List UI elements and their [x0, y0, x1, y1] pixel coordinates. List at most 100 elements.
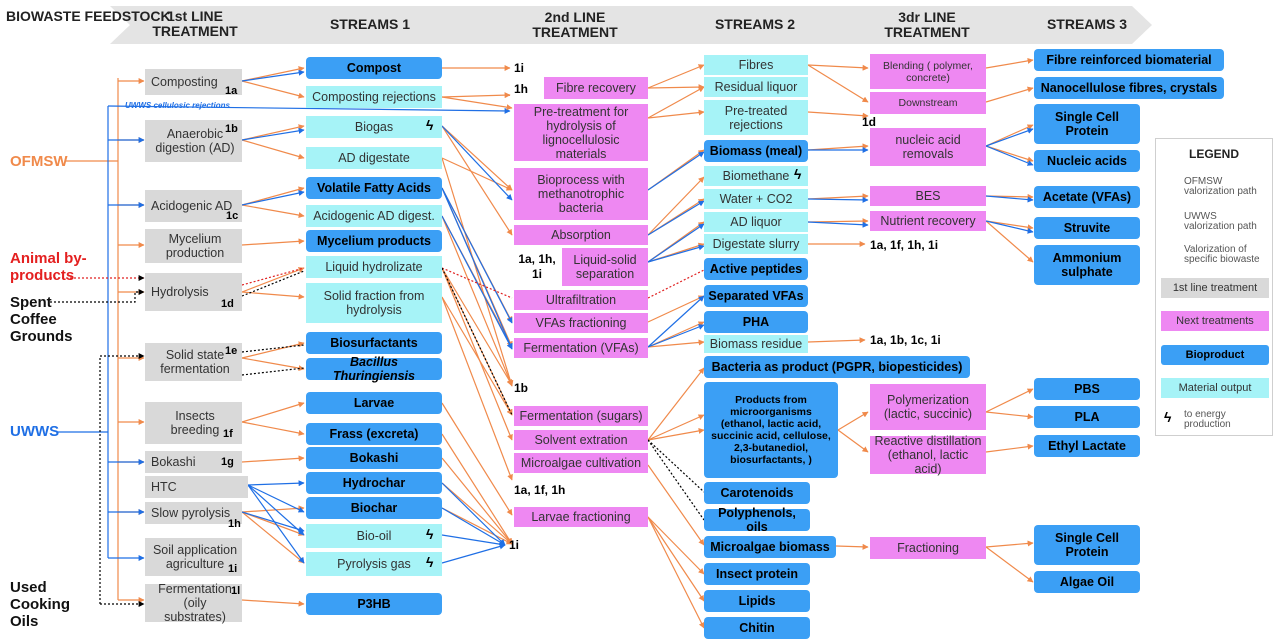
- legend-ofmsw-path: OFMSW valorization path: [1184, 176, 1257, 197]
- header-streams-1: STREAMS 1: [329, 16, 411, 32]
- second-line-fibre-recovery: Fibre recovery: [544, 77, 648, 99]
- stream2-chitin: Chitin: [704, 617, 810, 639]
- header-first-line: 1st LINE TREATMENT: [152, 8, 238, 39]
- stream2-lipids: Lipids: [704, 590, 810, 612]
- stream2-active-peptides: Active peptides: [704, 258, 808, 280]
- stream1-compost: Compost: [306, 57, 442, 79]
- legend: LEGEND OFMSW valorization path UWWS valo…: [1155, 138, 1273, 436]
- ref-1i-bottom: 1i: [509, 538, 520, 552]
- stream2-biomass-meal: Biomass (meal): [704, 140, 808, 162]
- tag-1l: 1l: [231, 585, 241, 597]
- stream3-ethyl-lactate: Ethyl Lactate: [1034, 435, 1140, 457]
- third-line-fractioning: Fractioning: [870, 537, 986, 559]
- stream1-frass: Frass (excreta): [306, 423, 442, 445]
- stream1-larvae: Larvae: [306, 392, 442, 414]
- ref-1a-1f-1h-1i: 1a, 1f, 1h, 1i: [870, 238, 939, 252]
- first-line-anaerobic-digestion: Anaerobic digestion (AD): [145, 120, 242, 162]
- stream1-acidogenic-digest: Acidogenic AD digest.: [306, 205, 442, 227]
- stream2-pretreated-rejections: Pre-treated rejections: [704, 100, 808, 135]
- second-line-liquid-solid-separation: Liquid-solid separation: [562, 248, 648, 286]
- stream2-polyphenols-oils: Polyphenols, oils: [704, 506, 810, 534]
- energy-bolt-icon: ϟ: [426, 526, 434, 542]
- first-line-acidogenic-ad: Acidogenic AD: [145, 190, 242, 222]
- legend-first-line-treatment: 1st line treatment: [1161, 278, 1269, 298]
- stream2-biomethane: Biomethane: [704, 166, 808, 186]
- stream2-fibres: Fibres: [704, 55, 808, 75]
- stream3-pla: PLA: [1034, 406, 1140, 428]
- second-line-solvent-extration: Solvent extration: [514, 430, 648, 450]
- header-streams-3: STREAMS 3: [1046, 16, 1128, 32]
- first-line-mycelium-production: Mycelium production: [145, 229, 242, 263]
- stream1-p3hb: P3HB: [306, 593, 442, 615]
- header-band: [110, 6, 1152, 44]
- stream2-microalgae-biomass: Microalgae biomass: [704, 536, 836, 558]
- first-line-soil-application: Soil application agriculture: [145, 538, 242, 576]
- stream1-bacillus-thuringiensis: Bacillus Thuringiensis: [306, 355, 442, 383]
- stream1-ad-digestate: AD digestate: [306, 147, 442, 169]
- uwws-cellulosic-rejections-label: UWWS cellulosic rejections: [125, 101, 230, 110]
- tag-1h: 1h: [228, 518, 241, 530]
- stream1-solid-fraction: Solid fraction from hydrolysis: [306, 283, 442, 323]
- stream1-biochar: Biochar: [306, 497, 442, 519]
- first-line-fermentation-oily: Fermentation (oily substrates): [145, 582, 242, 624]
- second-line-pretreatment: Pre-treatment for hydrolysis of lignocel…: [514, 104, 648, 161]
- stream2-carotenoids: Carotenoids: [704, 482, 810, 504]
- stream2-biomass-residue: Biomass residue: [704, 335, 808, 353]
- second-line-fermentation-vfas: Fermentation (VFAs): [514, 338, 648, 358]
- stream3-fibre-reinforced-biomaterial: Fibre reinforced biomaterial: [1034, 49, 1224, 71]
- stream3-ammonium-sulphate: Ammonium sulphate: [1034, 245, 1140, 285]
- ref-1d: 1d: [862, 115, 877, 129]
- ref-1a-1b-1c-1i: 1a, 1b, 1c, 1i: [870, 333, 941, 347]
- second-line-bioprocess: Bioprocess with methanotrophic bacteria: [514, 168, 648, 220]
- source-uwws: UWWS: [10, 423, 60, 440]
- tag-1b: 1b: [225, 123, 238, 135]
- stream2-separated-vfas: Separated VFAs: [704, 285, 808, 307]
- first-line-bokashi: Bokashi: [145, 451, 242, 473]
- first-line-insects-breeding: Insects breeding: [145, 402, 242, 444]
- stream3-single-cell-protein-1: Single Cell Protein: [1034, 104, 1140, 144]
- ref-1a-1f-1h: 1a, 1f, 1h: [514, 483, 566, 497]
- tag-1c: 1c: [226, 210, 239, 222]
- stream3-acetate-vfas: Acetate (VFAs): [1034, 186, 1140, 208]
- third-line-nucleic-acid-removals: nucleic acid removals: [870, 128, 986, 166]
- stream2-ad-liquor: AD liquor: [704, 212, 808, 232]
- source-spent-coffee-grounds: Spent Coffee Grounds: [10, 294, 73, 345]
- stream2-digestate-slurry: Digestate slurry: [704, 234, 808, 254]
- source-animal-by-products: Animal by-products: [10, 250, 87, 284]
- header-third-line: 3dr LINE TREATMENT: [884, 9, 970, 40]
- energy-bolt-icon: ϟ: [1164, 409, 1172, 425]
- tag-1f: 1f: [223, 428, 233, 440]
- first-line-hydrolysis: Hydrolysis: [145, 273, 242, 311]
- second-line-absorption: Absorption: [514, 225, 648, 245]
- second-line-microalgae-cultivation: Microalgae cultivation: [514, 453, 648, 473]
- third-line-downstream: Downstream: [870, 92, 986, 114]
- stream1-hydrochar: Hydrochar: [306, 472, 442, 494]
- tag-1e: 1e: [225, 345, 238, 357]
- second-line-larvae-fractioning: Larvae fractioning: [514, 507, 648, 527]
- energy-bolt-icon: ϟ: [794, 166, 802, 182]
- ref-1a-1h-1i: 1a, 1h, 1i: [518, 252, 556, 281]
- header-biowaste-feedstock: BIOWASTE FEEDSTOCK: [6, 8, 171, 24]
- tag-1g: 1g: [221, 456, 234, 468]
- first-line-htc: HTC: [145, 476, 248, 498]
- header-second-line: 2nd LINE TREATMENT: [532, 9, 618, 40]
- source-ofmsw: OFMSW: [10, 153, 68, 170]
- stream1-composting-rejections: Composting rejections: [306, 86, 442, 108]
- stream3-pbs: PBS: [1034, 378, 1140, 400]
- first-line-composting: Composting: [145, 69, 242, 95]
- third-line-reactive-distillation: Reactive distillation (ethanol, lactic a…: [870, 434, 986, 476]
- ref-1h: 1h: [514, 82, 529, 96]
- stream1-volatile-fatty-acids: Volatile Fatty Acids: [306, 177, 442, 199]
- ref-1i-top: 1i: [514, 61, 525, 75]
- source-used-cooking-oils: Used Cooking Oils: [10, 579, 70, 630]
- first-line-slow-pyrolysis: Slow pyrolysis: [145, 502, 242, 524]
- third-line-blending: Blending ( polymer, concrete): [870, 54, 986, 89]
- stream2-insect-protein: Insect protein: [704, 563, 810, 585]
- energy-bolt-icon: ϟ: [426, 554, 434, 570]
- stream3-algae-oil: Algae Oil: [1034, 571, 1140, 593]
- stream1-biogas: Biogas: [306, 116, 442, 138]
- stream1-pyrolysis-gas: Pyrolysis gas: [306, 552, 442, 576]
- stream1-bokashi: Bokashi: [306, 447, 442, 469]
- stream3-nanocellulose: Nanocellulose fibres, crystals: [1034, 77, 1224, 99]
- stream3-single-cell-protein-2: Single Cell Protein: [1034, 525, 1140, 565]
